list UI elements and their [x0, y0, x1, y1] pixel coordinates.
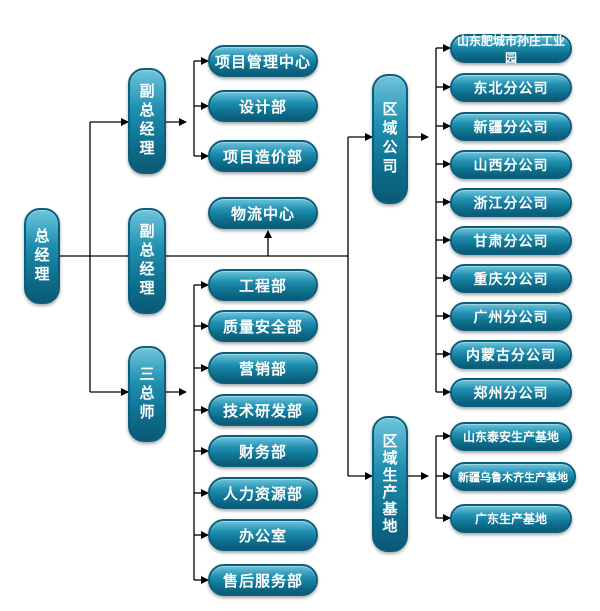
node-company-10: 郑州分公司 — [450, 378, 572, 407]
node-deputy-gm-2: 副总经理 — [128, 208, 166, 314]
node-rnd-dept: 技术研发部 — [208, 394, 318, 426]
node-project-center: 项目管理中心 — [208, 45, 318, 77]
node-office: 办公室 — [208, 519, 318, 551]
node-regional-companies: 区域公司 — [372, 74, 408, 204]
node-base-2: 新疆乌鲁木齐生产基地 — [450, 462, 576, 491]
node-company-2: 东北分公司 — [450, 73, 572, 102]
node-quality-dept: 质量安全部 — [208, 310, 318, 342]
node-company-9: 内蒙古分公司 — [450, 340, 572, 369]
node-company-5: 浙江分公司 — [450, 188, 572, 217]
node-finance-dept: 财务部 — [208, 435, 318, 467]
node-company-6: 甘肃分公司 — [450, 226, 572, 255]
node-marketing-dept: 营销部 — [208, 352, 318, 384]
node-chief-engineers: 三总师 — [128, 346, 166, 442]
node-cost-dept: 项目造价部 — [208, 140, 318, 172]
node-engineering-dept: 工程部 — [208, 269, 318, 301]
node-company-7: 重庆分公司 — [450, 264, 572, 293]
node-company-8: 广州分公司 — [450, 302, 572, 331]
node-company-3: 新疆分公司 — [450, 112, 572, 141]
node-logistics-center: 物流中心 — [208, 197, 318, 229]
node-aftersales-dept: 售后服务部 — [208, 564, 318, 596]
node-base-1: 山东泰安生产基地 — [450, 422, 572, 451]
node-deputy-gm-1: 副总经理 — [128, 68, 166, 174]
node-base-3: 广东生产基地 — [450, 504, 572, 533]
node-design-dept: 设计部 — [208, 90, 318, 122]
node-hr-dept: 人力资源部 — [208, 477, 318, 509]
node-regional-bases: 区域生产基地 — [372, 416, 408, 552]
node-general-manager: 总经理 — [24, 208, 60, 304]
node-company-1: 山东肥城市孙庄工业园 — [450, 34, 572, 65]
node-company-4: 山西分公司 — [450, 150, 572, 179]
